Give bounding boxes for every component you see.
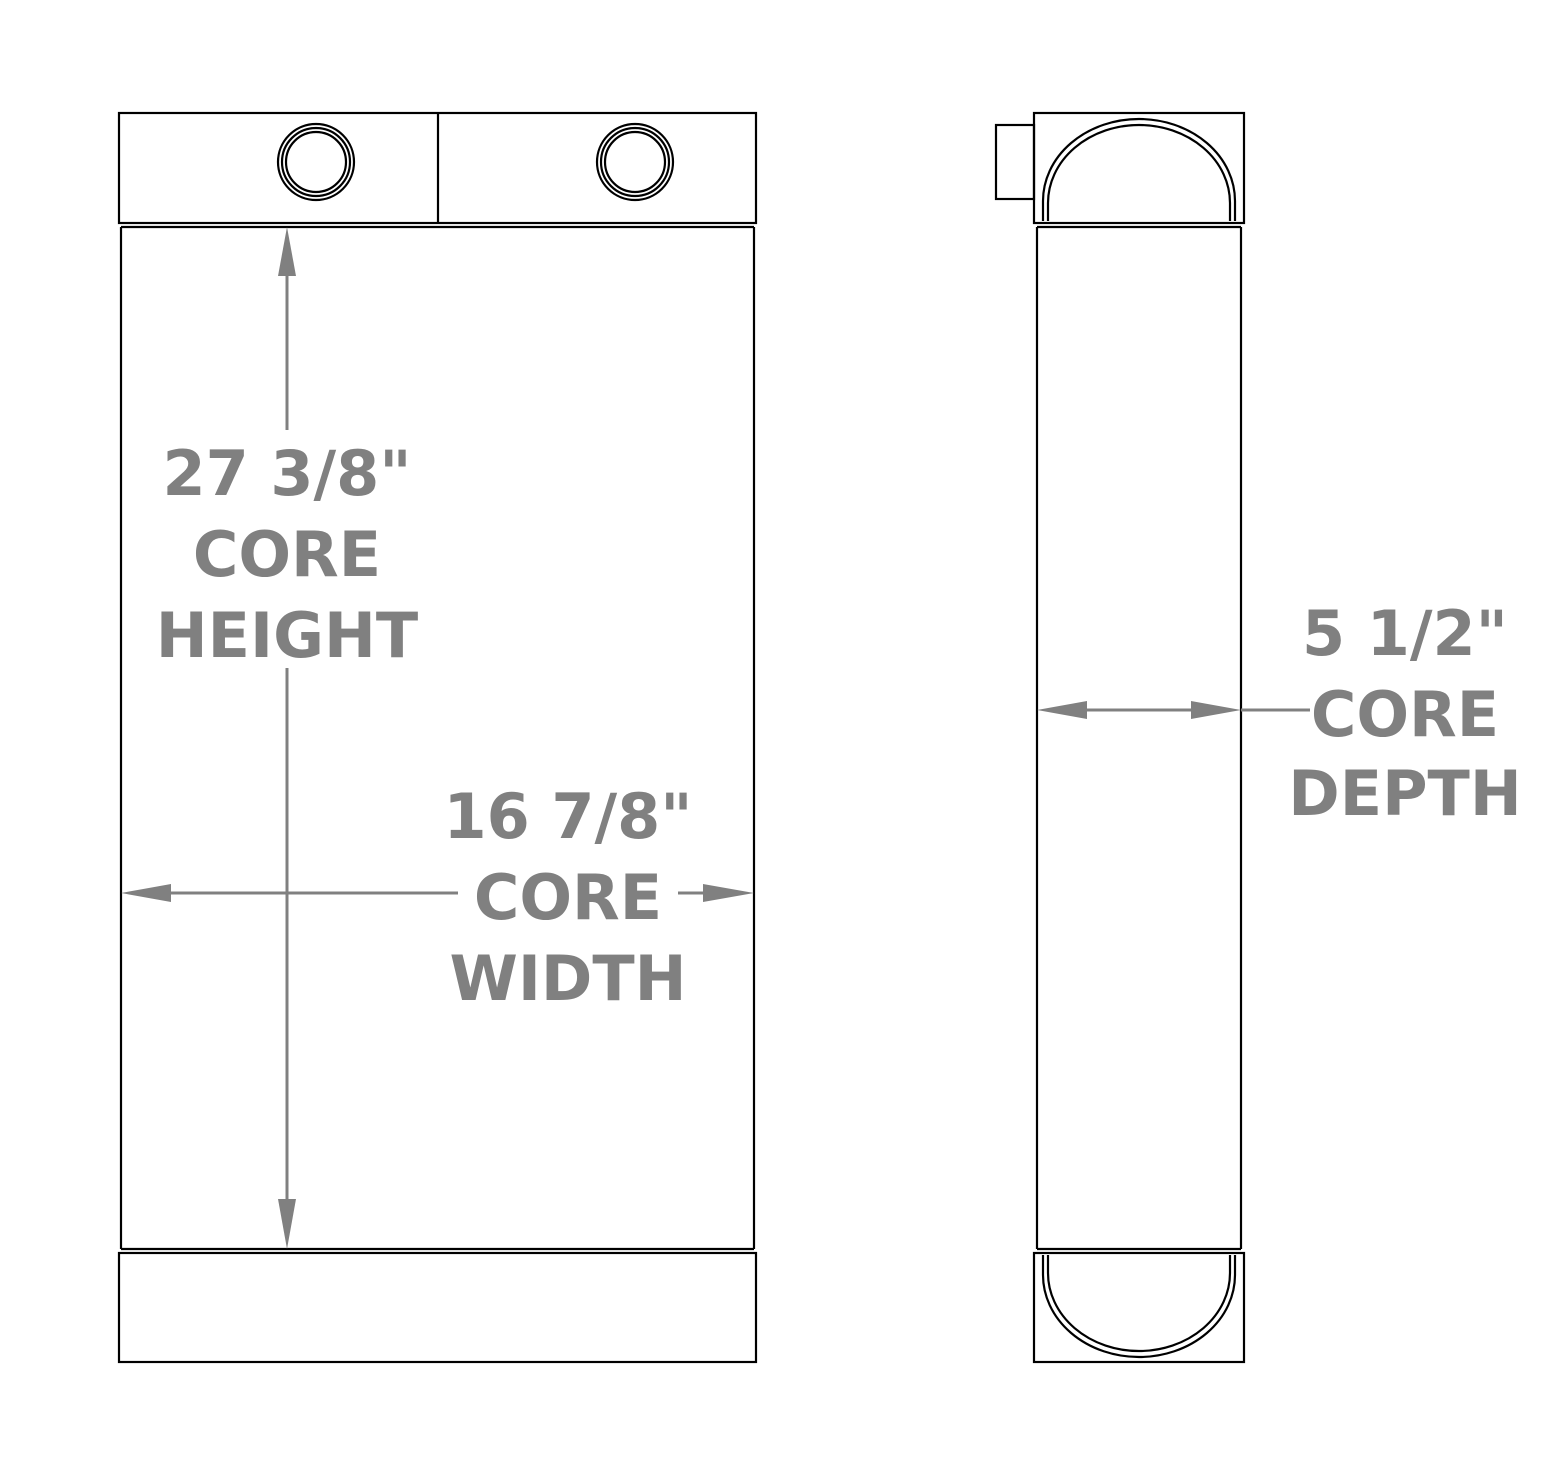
width-arrow-left [121, 884, 171, 902]
width-label-width: WIDTH [449, 942, 686, 1015]
height-arrow-bottom [278, 1199, 296, 1249]
width-dimension: 16 7/8" CORE WIDTH [121, 780, 754, 1015]
side-view [994, 111, 1246, 1364]
height-dimension: 27 3/8" CORE HEIGHT [156, 227, 418, 1249]
front-view [117, 111, 758, 1364]
side-fitting [994, 123, 1036, 201]
outlet-port [595, 122, 675, 202]
depth-label-core: CORE [1311, 678, 1499, 751]
depth-label-depth: DEPTH [1288, 757, 1521, 830]
side-bottom-tank [1032, 1247, 1246, 1364]
depth-value: 5 1/2" [1302, 597, 1508, 670]
depth-dimension: 5 1/2" CORE DEPTH [1037, 597, 1522, 830]
height-label-height: HEIGHT [156, 599, 418, 672]
height-value: 27 3/8" [162, 437, 411, 510]
width-value: 16 7/8" [443, 780, 692, 853]
inlet-port [276, 122, 356, 202]
depth-arrow-left [1037, 701, 1087, 719]
front-core [119, 227, 756, 1249]
width-arrow-right [703, 884, 754, 902]
height-label-core: CORE [193, 518, 381, 591]
front-top-tank [117, 111, 758, 229]
side-core [1035, 227, 1243, 1249]
front-bottom-tank [117, 1247, 758, 1364]
depth-arrow-right [1191, 701, 1241, 719]
width-label-core: CORE [474, 861, 662, 934]
height-arrow-top [278, 227, 296, 276]
side-top-tank [1032, 111, 1246, 229]
